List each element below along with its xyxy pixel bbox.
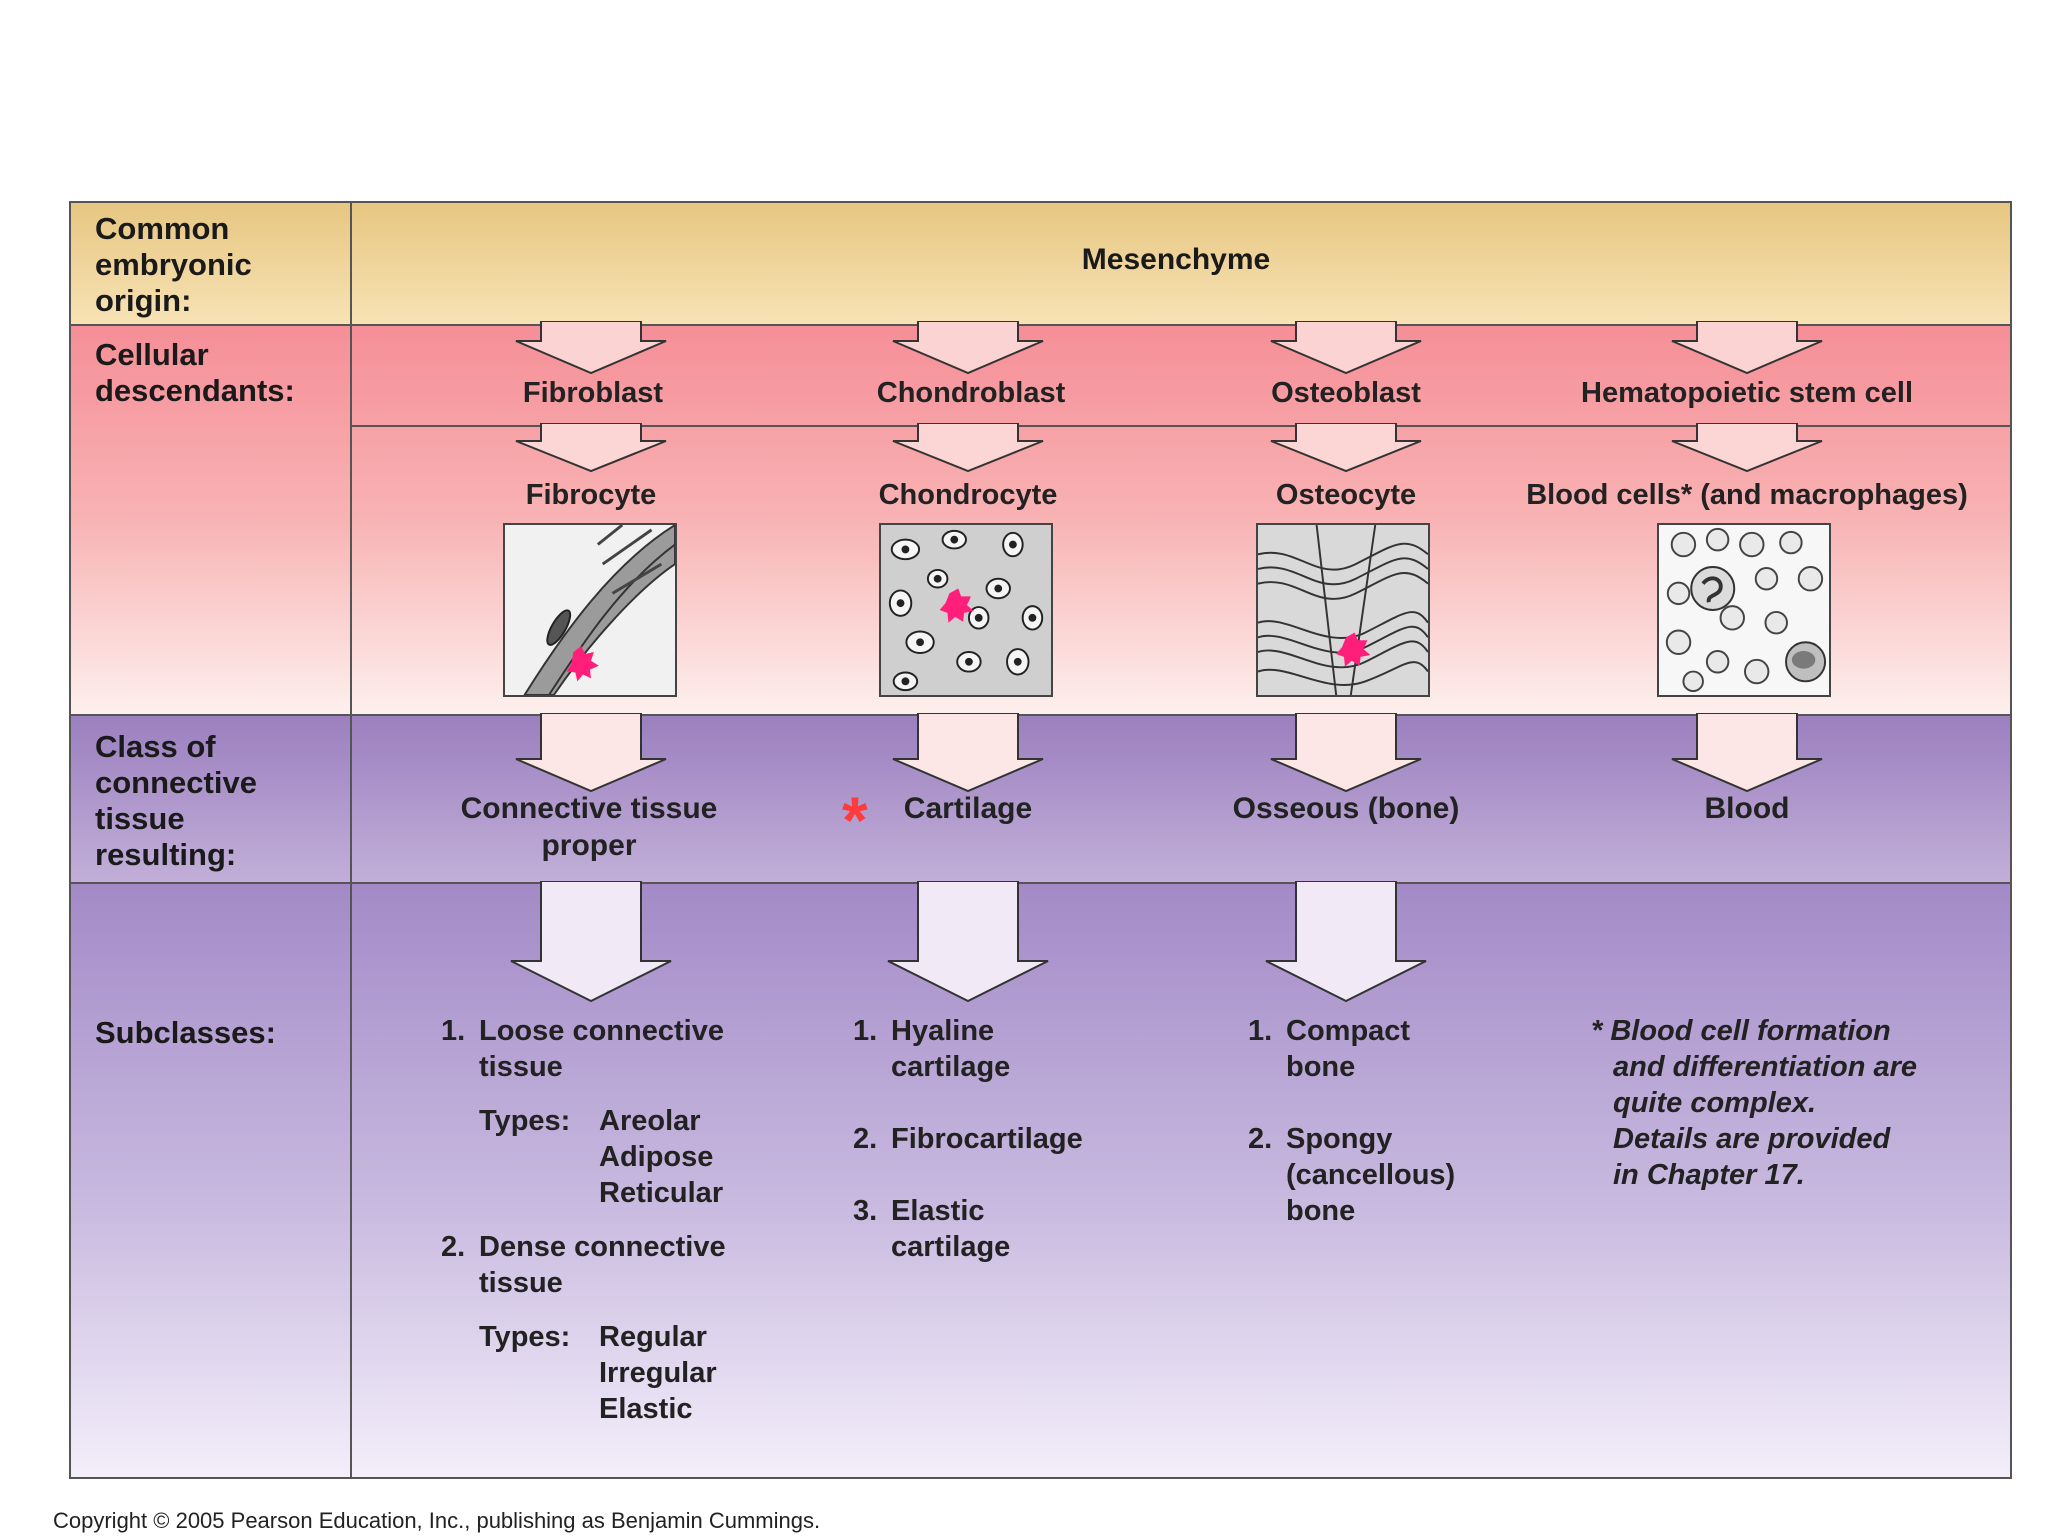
- cyte-name-2: Chondrocyte: [878, 479, 1058, 511]
- origin-band: [71, 203, 2010, 325]
- osteocyte-micrograph: [1256, 523, 1430, 697]
- blood-cells-micrograph: [1657, 523, 1831, 697]
- blast-name-3: Osteoblast: [1271, 377, 1421, 409]
- arrow-cyte-to-class: [1270, 713, 1422, 793]
- class-name-4: Blood: [1704, 792, 1790, 825]
- arrow-class-to-subclass: [1265, 881, 1427, 1003]
- arrow-class-to-subclass: [510, 881, 672, 1003]
- blast-name-2: Chondroblast: [876, 377, 1066, 409]
- subclasses-band: [71, 883, 2010, 1477]
- chondrocyte-micrograph: [879, 523, 1053, 697]
- copyright-notice: Copyright © 2005 Pearson Education, Inc.…: [53, 1508, 821, 1533]
- arrow-origin-to-blast: [892, 321, 1044, 375]
- fibrocyte-micrograph: [503, 523, 677, 697]
- subclass-item: 2. Spongy(cancellous)bone: [1248, 1123, 1456, 1227]
- arrow-class-to-subclass: [887, 881, 1049, 1003]
- blast-name-4: Hematopoietic stem cell: [1581, 377, 1913, 409]
- row-divider-blast: [351, 425, 2010, 427]
- cartilage-marker: *: [842, 783, 868, 857]
- subclass-item: 2. Fibrocartilage: [853, 1123, 1083, 1155]
- row-divider-2: [71, 714, 2010, 716]
- row-divider-1: [71, 324, 2010, 326]
- arrow-blast-to-cyte: [515, 423, 667, 473]
- row-label-subclasses: Subclasses:: [95, 1015, 276, 1050]
- label-column-divider: [350, 203, 352, 1477]
- class-name-2: Cartilage: [903, 792, 1033, 825]
- arrow-origin-to-blast: [515, 321, 667, 375]
- arrow-blast-to-cyte: [892, 423, 1044, 473]
- blood-note: * Blood cell formation and differentiati…: [1591, 1015, 1918, 1191]
- class-name-3: Osseous (bone): [1232, 792, 1460, 825]
- arrow-cyte-to-class: [1671, 713, 1823, 793]
- arrow-origin-to-blast: [1270, 321, 1422, 375]
- arrow-cyte-to-class: [892, 713, 1044, 793]
- class-name-1: Connective tissue proper: [460, 792, 718, 862]
- arrow-cyte-to-class: [515, 713, 667, 793]
- arrow-blast-to-cyte: [1270, 423, 1422, 473]
- arrow-blast-to-cyte: [1671, 423, 1823, 473]
- cyte-name-1: Fibrocyte: [525, 479, 657, 511]
- row-divider-3: [71, 882, 2010, 884]
- cyte-name-4: Blood cells* (and macrophages): [1526, 479, 1968, 511]
- origin-title: Mesenchyme: [1081, 243, 1271, 276]
- cyte-name-3: Osteocyte: [1275, 479, 1417, 511]
- blast-name-1: Fibroblast: [522, 377, 664, 409]
- arrow-origin-to-blast: [1671, 321, 1823, 375]
- class-band: [71, 715, 2010, 883]
